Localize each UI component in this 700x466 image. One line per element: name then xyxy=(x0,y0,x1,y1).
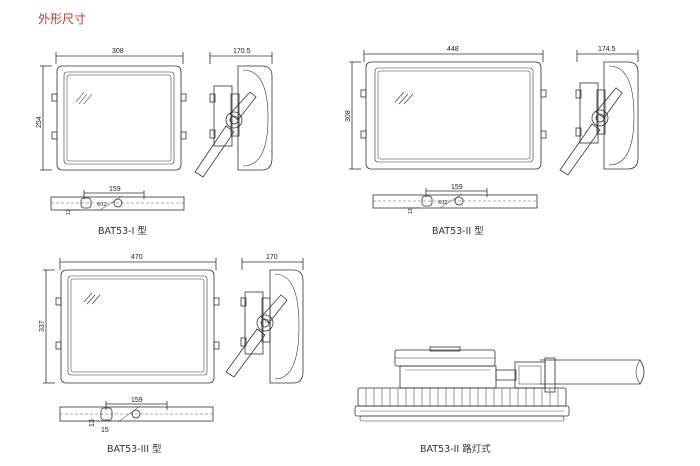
bat53-2-slot-label: 159 xyxy=(451,184,463,191)
bat53-2-width-label: 448 xyxy=(447,46,459,53)
bat53-3-depth-label: 170 xyxy=(266,254,278,261)
bat53-3-front-view: 470 337 xyxy=(39,254,220,384)
bat53-1-bracket-view: 159 Φ12 13 BAT53-I 型 xyxy=(50,186,185,237)
bat53-2-street-light-view: BAT53-II 路灯式 xyxy=(354,346,645,455)
bat53-2-front-view: 448 308 xyxy=(345,46,547,170)
bat53-1-slot-label: 159 xyxy=(109,186,121,193)
bat53-3-bottom-label: 15 xyxy=(101,427,109,434)
bat53-3-height-label: 337 xyxy=(39,320,46,332)
bat53-2-hole-label: Φ12 xyxy=(438,200,448,206)
bat53-2-side-view: 174.5 xyxy=(559,46,639,176)
bat53-3-width-label: 470 xyxy=(131,254,143,261)
bat53-1-side-label: 13 xyxy=(66,209,72,215)
bat53-1-side-view: 170.5 xyxy=(194,48,273,178)
bat53-3-side-view: 170 xyxy=(225,254,304,384)
bat53-2-height-label: 308 xyxy=(345,110,352,122)
bat53-1-hole-label: Φ12 xyxy=(97,202,107,208)
bat53-1-front-view: 308 254 xyxy=(36,48,187,171)
bat53-3-caption: BAT53-III 型 xyxy=(107,444,162,455)
bat53-1-width-label: 308 xyxy=(112,48,124,55)
bat53-2-side-label: 13 xyxy=(408,208,414,214)
bat53-3-bracket-view: 159 13 15 BAT53-III 型 xyxy=(59,397,214,455)
bat53-2-street-light-caption: BAT53-II 路灯式 xyxy=(420,443,491,455)
bat53-2-bracket-view: 159 Φ12 13 BAT53-II 型 xyxy=(372,184,538,237)
bat53-1-height-label: 254 xyxy=(36,116,43,128)
bat53-1-depth-label: 170.5 xyxy=(233,48,251,55)
bat53-2-depth-label: 174.5 xyxy=(598,46,616,53)
bat53-3-side-label: 13 xyxy=(89,419,96,427)
bat53-1-caption: BAT53-I 型 xyxy=(98,226,147,237)
page-title: 外形尺寸 xyxy=(38,12,87,26)
bat53-3-slot-label: 159 xyxy=(131,397,143,404)
bat53-2-caption: BAT53-II 型 xyxy=(432,226,484,237)
